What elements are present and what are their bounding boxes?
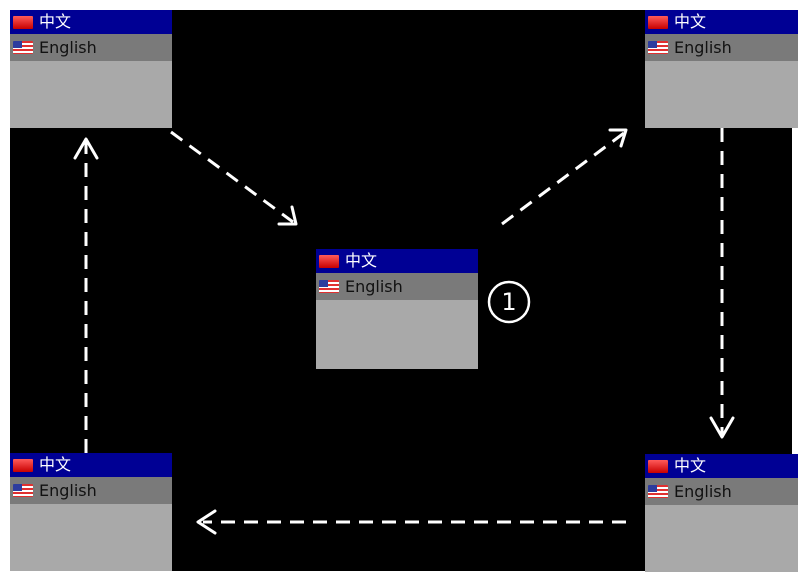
language-option-label: English: [345, 276, 403, 296]
us-flag-icon: [13, 41, 33, 54]
language-option-label: English: [39, 37, 97, 57]
circle-icon: [487, 280, 531, 324]
language-option-chinese[interactable]: 中文: [10, 10, 172, 34]
language-option-english[interactable]: English: [10, 477, 172, 504]
china-flag-icon: [648, 15, 668, 29]
language-option-english[interactable]: English: [10, 34, 172, 61]
china-flag-icon: [648, 459, 668, 473]
language-menu-top-left: 中文 English: [10, 10, 172, 128]
language-option-label: 中文: [674, 456, 707, 475]
language-option-label: 中文: [39, 455, 72, 474]
us-flag-icon: [319, 280, 339, 293]
china-flag-icon: [319, 254, 339, 268]
language-option-chinese[interactable]: 中文: [645, 10, 798, 34]
language-option-label: 中文: [345, 251, 378, 270]
language-option-chinese[interactable]: 中文: [645, 454, 798, 478]
language-menu-bottom-left: 中文 English: [10, 453, 172, 571]
language-option-chinese[interactable]: 中文: [316, 249, 478, 273]
china-flag-icon: [13, 15, 33, 29]
language-option-label: 中文: [39, 12, 72, 31]
china-flag-icon: [13, 458, 33, 472]
us-flag-icon: [13, 484, 33, 497]
language-option-label: English: [674, 37, 732, 57]
language-option-english[interactable]: English: [645, 34, 798, 61]
language-menu-bottom-right: 中文 English: [645, 454, 798, 572]
language-menu-top-right: 中文 English: [645, 10, 798, 128]
language-option-label: English: [674, 481, 732, 501]
language-option-english[interactable]: English: [316, 273, 478, 300]
language-option-chinese[interactable]: 中文: [10, 453, 172, 477]
language-option-label: English: [39, 480, 97, 500]
us-flag-icon: [648, 485, 668, 498]
step-number-badge: 1: [486, 279, 532, 325]
language-option-english[interactable]: English: [645, 478, 798, 505]
us-flag-icon: [648, 41, 668, 54]
language-option-label: 中文: [674, 12, 707, 31]
language-menu-center: 中文 English: [316, 249, 478, 369]
step-number: 1: [501, 288, 517, 316]
